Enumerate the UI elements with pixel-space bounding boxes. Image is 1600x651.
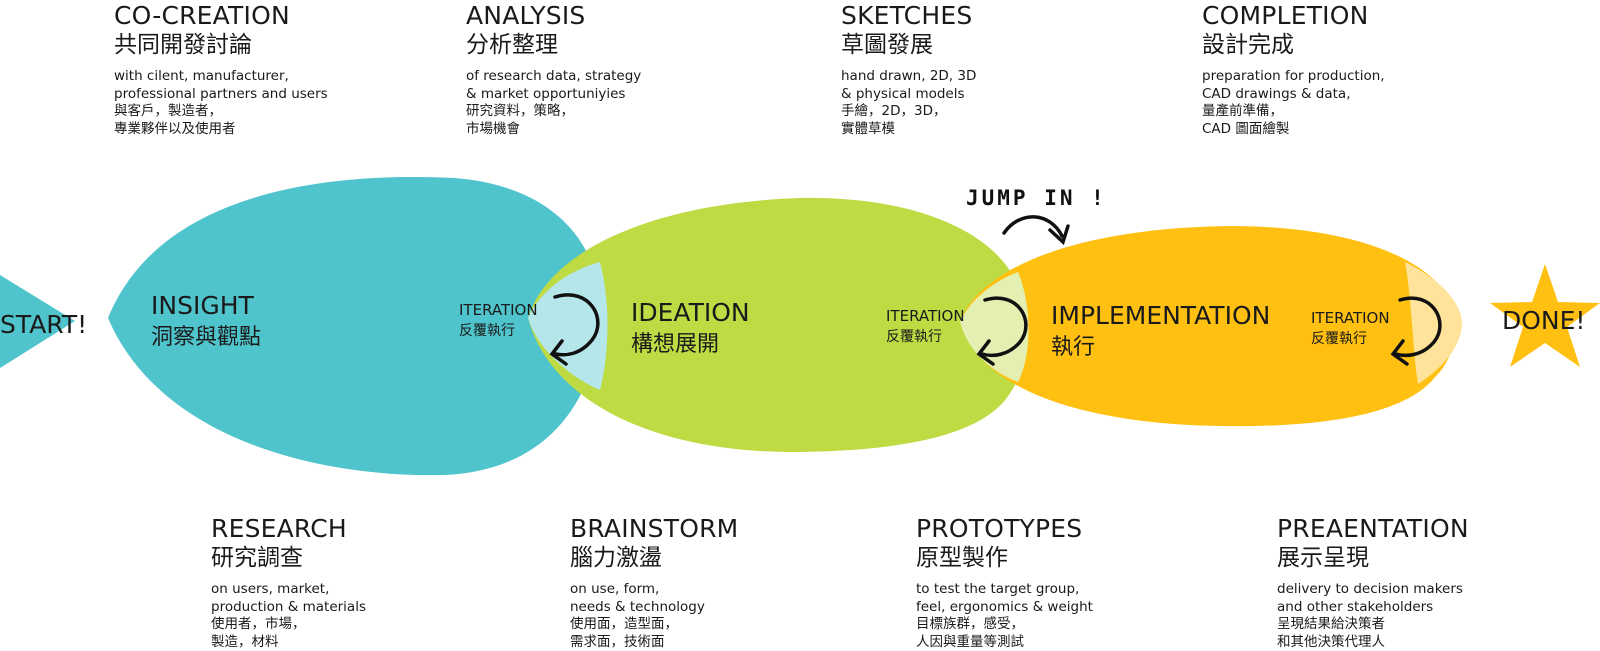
step-title-zh: 原型製作 bbox=[916, 543, 1093, 573]
stage-label-insight: INSIGHT bbox=[151, 291, 254, 320]
done-label: DONE! bbox=[1502, 306, 1585, 335]
step-desc-line: 和其他決策代理人 bbox=[1277, 634, 1469, 651]
jump-in-label: JUMP IN ! bbox=[966, 186, 1107, 210]
step-desc-line: 專業夥伴以及使用者 bbox=[114, 121, 328, 139]
step-desc-line: 呈現結果給決策者 bbox=[1277, 616, 1469, 634]
step-desc-line: on users, market, bbox=[211, 581, 366, 599]
step-desc-line: professional partners and users bbox=[114, 86, 328, 104]
step-desc-line: preparation for production, bbox=[1202, 68, 1385, 86]
step-title: PREAENTATION bbox=[1277, 515, 1469, 543]
step-desc-line: needs & technology bbox=[570, 599, 738, 617]
iteration-label-zh: 反覆執行 bbox=[886, 329, 942, 345]
stage-label-ideation-zh: 構想展開 bbox=[631, 332, 719, 357]
iteration-label: ITERATION bbox=[459, 301, 538, 319]
iteration-label: ITERATION bbox=[1311, 309, 1390, 327]
step-analysis: ANALYSIS 分析整理 of research data, strategy… bbox=[466, 2, 641, 138]
step-desc-line: 製造，材料 bbox=[211, 634, 366, 651]
step-desc-line: 與客戶，製造者， bbox=[114, 103, 328, 121]
step-desc-line: delivery to decision makers bbox=[1277, 581, 1469, 599]
step-title: COMPLETION bbox=[1202, 2, 1385, 30]
step-desc-line: production & materials bbox=[211, 599, 366, 617]
step-desc-line: & market opportuniyies bbox=[466, 86, 641, 104]
stage-label-insight-zh: 洞察與觀點 bbox=[151, 325, 261, 350]
step-desc-line: to test the target group, bbox=[916, 581, 1093, 599]
step-desc-line: with cilent, manufacturer, bbox=[114, 68, 328, 86]
iteration-label-zh: 反覆執行 bbox=[459, 323, 515, 339]
step-desc-line: 人因與重量等測試 bbox=[916, 634, 1093, 651]
step-title: CO-CREATION bbox=[114, 2, 328, 30]
step-completion: COMPLETION 設計完成 preparation for producti… bbox=[1202, 2, 1385, 138]
step-title: ANALYSIS bbox=[466, 2, 641, 30]
step-desc-line: on use, form, bbox=[570, 581, 738, 599]
iteration-label: ITERATION bbox=[886, 307, 965, 325]
step-desc-line: 需求面，技術面 bbox=[570, 634, 738, 651]
step-desc-line: 手繪，2D，3D， bbox=[841, 103, 976, 121]
step-sketches: SKETCHES 草圖發展 hand drawn, 2D, 3D & physi… bbox=[841, 2, 976, 138]
stage-label-ideation: IDEATION bbox=[631, 298, 750, 327]
step-desc-line: 目標族群，感受， bbox=[916, 616, 1093, 634]
step-desc-line: feel, ergonomics & weight bbox=[916, 599, 1093, 617]
step-desc-line: 使用者，市場， bbox=[211, 616, 366, 634]
step-desc-line: 使用面，造型面， bbox=[570, 616, 738, 634]
step-desc-line: CAD 圖面繪製 bbox=[1202, 121, 1385, 139]
step-title: BRAINSTORM bbox=[570, 515, 738, 543]
step-prototypes: PROTOTYPES 原型製作 to test the target group… bbox=[916, 515, 1093, 651]
start-label: START! bbox=[0, 310, 87, 339]
step-research: RESEARCH 研究調查 on users, market, producti… bbox=[211, 515, 366, 651]
step-desc-line: and other stakeholders bbox=[1277, 599, 1469, 617]
step-title: RESEARCH bbox=[211, 515, 366, 543]
step-presentation: PREAENTATION 展示呈現 delivery to decision m… bbox=[1277, 515, 1469, 651]
step-title-zh: 展示呈現 bbox=[1277, 543, 1469, 573]
stage-label-implementation-zh: 執行 bbox=[1051, 335, 1095, 360]
step-title-zh: 分析整理 bbox=[466, 30, 641, 60]
step-title: SKETCHES bbox=[841, 2, 976, 30]
step-title-zh: 共同開發討論 bbox=[114, 30, 328, 60]
step-desc-line: 研究資料，策略， bbox=[466, 103, 641, 121]
step-desc-line: & physical models bbox=[841, 86, 976, 104]
step-desc-line: of research data, strategy bbox=[466, 68, 641, 86]
jump-in-arrow-icon bbox=[1004, 217, 1068, 242]
step-co-creation: CO-CREATION 共同開發討論 with cilent, manufact… bbox=[114, 2, 328, 138]
step-title: PROTOTYPES bbox=[916, 515, 1093, 543]
step-desc-line: CAD drawings & data, bbox=[1202, 86, 1385, 104]
step-desc-line: hand drawn, 2D, 3D bbox=[841, 68, 976, 86]
iteration-label-zh: 反覆執行 bbox=[1311, 331, 1367, 347]
step-desc-line: 實體草模 bbox=[841, 121, 976, 139]
step-brainstorm: BRAINSTORM 腦力激盪 on use, form, needs & te… bbox=[570, 515, 738, 651]
step-title-zh: 草圖發展 bbox=[841, 30, 976, 60]
stage-label-implementation: IMPLEMENTATION bbox=[1051, 301, 1270, 330]
step-desc-line: 量產前準備， bbox=[1202, 103, 1385, 121]
step-desc-line: 市場機會 bbox=[466, 121, 641, 139]
step-title-zh: 腦力激盪 bbox=[570, 543, 738, 573]
step-title-zh: 設計完成 bbox=[1202, 30, 1385, 60]
step-title-zh: 研究調查 bbox=[211, 543, 366, 573]
